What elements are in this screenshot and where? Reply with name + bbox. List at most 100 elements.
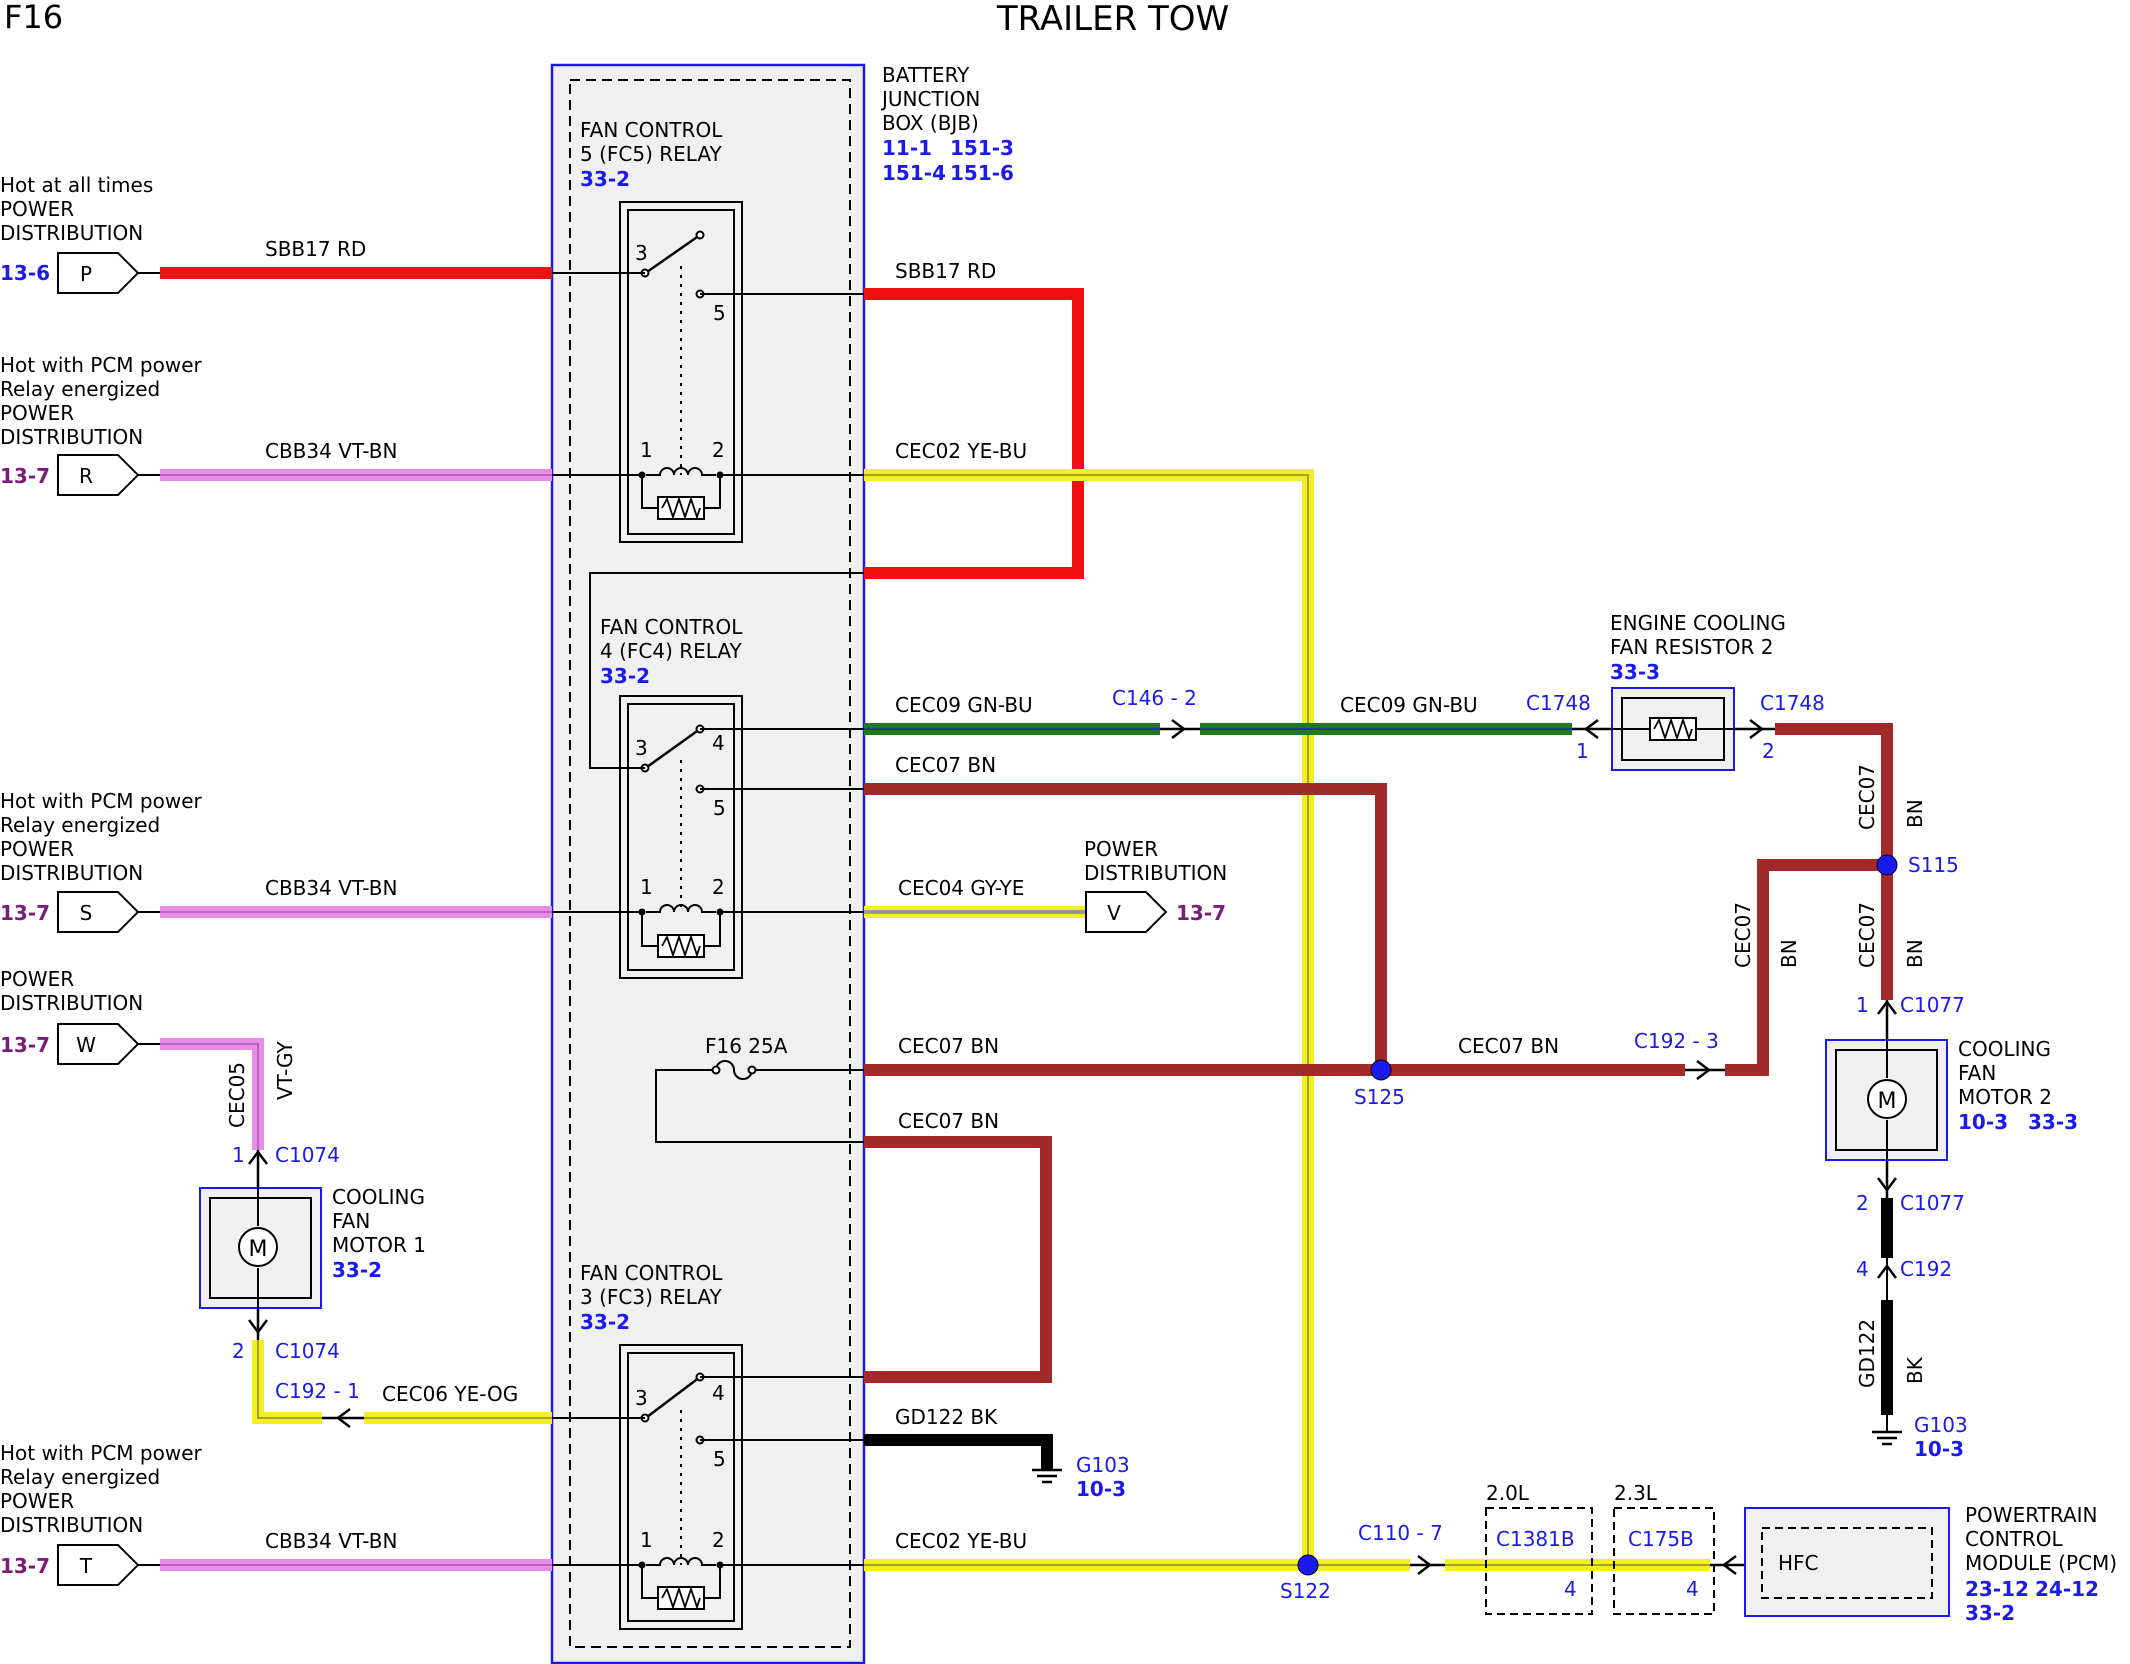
fc3-relay — [619, 1344, 743, 1630]
pcm-ref-1: 23-12 — [1965, 1577, 2029, 1601]
splice-s122 — [1297, 1554, 1319, 1576]
wire-label-cec09-left: CEC09 GN-BU — [895, 693, 1033, 717]
connector-c1074-top-label: C1074 — [275, 1143, 340, 1167]
input-w-desc-1: POWER — [0, 967, 74, 991]
wire-cbb34 — [160, 469, 552, 1571]
splice-s122-label: S122 — [1280, 1579, 1331, 1603]
connector-c1074-bottom-icon — [248, 1308, 268, 1340]
fc4-relay-label-line-1: FAN CONTROL — [600, 615, 743, 639]
cooling-fan-motor-2 — [1825, 1039, 1948, 1161]
connector-c175b-box — [1613, 1507, 1715, 1615]
connector-c1748-in-icon — [1572, 719, 1612, 739]
fuse-label: F16 25A — [705, 1034, 788, 1058]
motor-2-label-3: MOTOR 2 — [1958, 1085, 2052, 1109]
fc3-relay-ref: 33-2 — [580, 1310, 630, 1334]
connector-c1748-out-label: C1748 — [1760, 691, 1825, 715]
fc5-relay-ref: 33-2 — [580, 167, 630, 191]
splice-s125 — [1370, 1059, 1392, 1081]
input-r-ref: 13-7 — [0, 464, 50, 488]
fc4-relay-label-line-2: 4 (FC4) RELAY — [600, 639, 743, 663]
ground-g103-label-right: G103 — [1914, 1413, 1968, 1437]
input-p-letter: P — [80, 262, 92, 286]
wire-label-cec04: CEC04 GY-YE — [898, 876, 1024, 900]
pcm-label-1: POWERTRAIN — [1965, 1503, 2098, 1527]
fc3-relay-label-line-1: FAN CONTROL — [580, 1261, 723, 1285]
wire-label-cec07-branch-code: CEC07 — [1731, 902, 1755, 968]
wire-label-sbb17-left: SBB17 RD — [265, 237, 366, 261]
cooling-fan-motor-1 — [199, 1187, 322, 1309]
wire-label-cbb34-t: CBB34 VT-BN — [265, 1529, 397, 1553]
fc5-pin-2: 2 — [712, 438, 725, 462]
fc3-pin-4: 4 — [712, 1381, 725, 1405]
connector-c146-icon — [1160, 719, 1200, 739]
fc5-pin-1: 1 — [640, 438, 653, 462]
wire-label-gd122-color: BK — [1903, 1356, 1927, 1384]
input-r-letter: R — [79, 464, 93, 488]
wire-label-cec06: CEC06 YE-OG — [382, 1382, 518, 1406]
input-r-desc-2: Relay energized — [0, 377, 160, 401]
fuse-terminal-right — [747, 1065, 757, 1075]
motor-1-symbol: M — [249, 1237, 268, 1262]
motor-icon — [1867, 1079, 1907, 1119]
motor-1-label-2: FAN — [332, 1209, 370, 1233]
input-p-ref: 13-6 — [0, 261, 50, 285]
connector-c1074-bottom-label: C1074 — [275, 1339, 340, 1363]
input-tag-t — [57, 1544, 160, 1586]
connector-c1381b-box — [1485, 1507, 1593, 1615]
input-w-ref: 13-7 — [0, 1033, 50, 1057]
bjb-ref-1: 11-1 — [882, 136, 932, 160]
motor-2-label-2: FAN — [1958, 1061, 1996, 1085]
wire-label-cec07-lower-code: CEC07 — [1855, 902, 1879, 968]
powertrain-control-module — [1744, 1507, 1950, 1617]
motor-1-label-1: COOLING — [332, 1185, 425, 1209]
connector-c1077-top-label: C1077 — [1900, 993, 1965, 1017]
wire-label-cec05-code: CEC05 — [225, 1062, 249, 1128]
input-t-desc-2: Relay energized — [0, 1465, 160, 1489]
connector-c175b-pin: 4 — [1686, 1577, 1699, 1601]
splice-s115-label: S115 — [1908, 853, 1959, 877]
bjb-label-line-1: BATTERY — [882, 63, 970, 87]
fc5-pin-5: 5 — [713, 301, 726, 325]
pcm-label-2: CONTROL — [1965, 1527, 2064, 1551]
wire-label-cbb34-r: CBB34 VT-BN — [265, 439, 397, 463]
fc3-pin-3: 3 — [635, 1386, 648, 1410]
fc5-pin-3: 3 — [635, 241, 648, 265]
connector-c192-1-label: C192 - 1 — [275, 1379, 360, 1403]
connector-c1077-bottom-icon — [1877, 1160, 1897, 1198]
input-t-desc-4: DISTRIBUTION — [0, 1513, 143, 1537]
fan-resistor-2-label-1: ENGINE COOLING — [1610, 611, 1786, 635]
connector-c1748-in-label: C1748 — [1526, 691, 1591, 715]
input-t-desc-3: POWER — [0, 1489, 74, 1513]
fc3-pin-1: 1 — [640, 1528, 653, 1552]
connector-c110-label: C110 - 7 — [1358, 1521, 1443, 1545]
wire-label-gd122: GD122 BK — [895, 1405, 998, 1429]
wire-label-cec07-relay4: CEC07 BN — [895, 753, 996, 777]
wire-label-cec05-color: VT-GY — [273, 1040, 297, 1100]
page-title: TRAILER TOW — [996, 0, 1229, 39]
wire-label-cec07-upper-color: BN — [1903, 799, 1927, 828]
input-s-desc-1: Hot with PCM power — [0, 789, 202, 813]
connector-c1077-bottom-pin: 2 — [1856, 1191, 1869, 1215]
fc4-relay — [619, 695, 743, 979]
wire-sbb17 — [160, 267, 1084, 579]
wire-label-sbb17-right: SBB17 RD — [895, 259, 996, 283]
pcm-label-3: MODULE (PCM) — [1965, 1551, 2117, 1575]
fc3-pin-5: 5 — [713, 1447, 726, 1471]
connector-c1077-top-pin: 1 — [1856, 993, 1869, 1017]
connector-c1077-top-icon — [1877, 999, 1897, 1040]
input-p-desc-2: POWER — [0, 197, 74, 221]
fc3-relay-label-line-2: 3 (FC3) RELAY — [580, 1285, 723, 1309]
connector-c1748-out-pin: 2 — [1762, 739, 1775, 763]
wire-label-cec07-fuse: CEC07 BN — [898, 1034, 999, 1058]
fc3-pin-2: 2 — [712, 1528, 725, 1552]
output-v-letter: V — [1107, 901, 1121, 925]
bjb-internal-wiring — [552, 272, 864, 1566]
input-tag-s — [57, 891, 160, 933]
motor-2-label-1: COOLING — [1958, 1037, 2051, 1061]
output-v-ref: 13-7 — [1176, 901, 1226, 925]
pcm-hfc-label: HFC — [1778, 1551, 1819, 1575]
fc5-relay — [619, 201, 743, 543]
wire-label-cec09-right: CEC09 GN-BU — [1340, 693, 1478, 717]
fc4-pin-5: 5 — [713, 796, 726, 820]
